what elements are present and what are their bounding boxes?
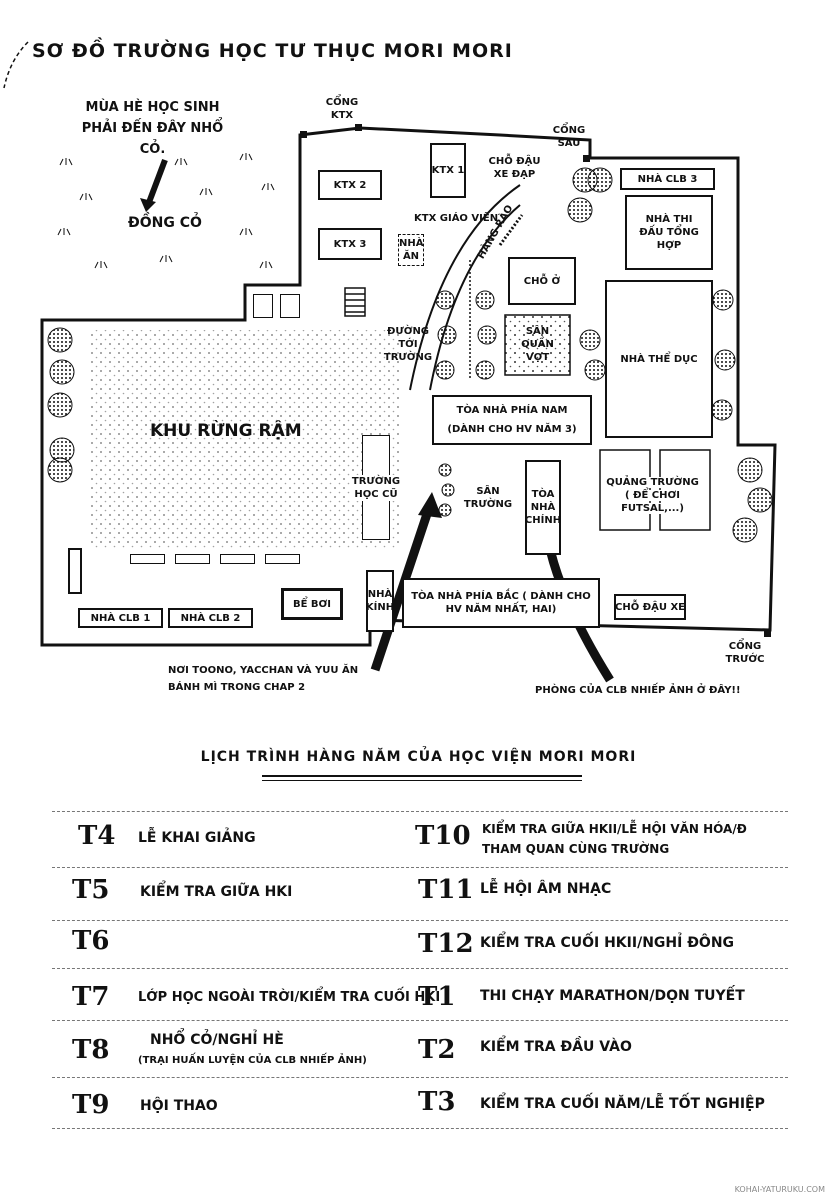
month-label: T2: [418, 1035, 456, 1065]
north-building: TÒA NHÀ PHÍA BẮC ( DÀNH CHO HV NĂM NHẤT,…: [402, 578, 600, 628]
event-label: KIỂM TRA GIỮA HKII/LỄ HỘI VĂN HÓA/Đ THAM…: [482, 822, 747, 856]
month-label: T4: [78, 821, 116, 851]
schoolyard-label: SÂN TRƯỜNG: [463, 486, 513, 510]
credit-text: KOHAI-YATURUKU.COM: [734, 1185, 825, 1194]
event-label: KIỂM TRA CUỐI NĂM/LỄ TỐT NGHIỆP: [480, 1096, 765, 1112]
row-divider: [52, 811, 788, 812]
small-hut-2: [280, 294, 300, 318]
south-building: TÒA NHÀ PHÍA NAM (DÀNH CHO HV NĂM 3): [432, 395, 592, 445]
event-label: HỘI THAO: [140, 1098, 218, 1114]
school-road-label: ĐƯỜNG TỚI TRƯỜNG: [383, 326, 433, 363]
bike-parking-label: CHỖ ĐẬU XE ĐẠP: [488, 156, 541, 180]
bread-note: NƠI TOONO, YACCHAN VÀ YUU ĂN BÁNH MÌ TRO…: [168, 665, 359, 693]
car-parking: CHỖ ĐẬU XE: [614, 594, 686, 620]
event-label: LỄ KHAI GIẢNG: [138, 830, 256, 846]
club-house-3: NHÀ CLB 3: [620, 168, 715, 190]
residence-building: CHỖ Ở: [508, 257, 576, 305]
event-label: KIỂM TRA CUỐI HKII/NGHỈ ĐÔNG: [480, 935, 735, 951]
bench-1: [130, 554, 165, 564]
bench-3: [220, 554, 255, 564]
row-divider: [52, 1077, 788, 1078]
month-label: T9: [72, 1090, 110, 1120]
event-label: NHỔ CỎ/NGHỈ HÈ: [150, 1032, 284, 1048]
month-label: T7: [72, 982, 110, 1012]
grass-field-label: ĐỒNG CỎ: [128, 215, 202, 231]
small-hut-1: [253, 294, 273, 318]
month-label: T10: [415, 821, 471, 851]
row-divider: [52, 968, 788, 969]
gate-back-label: CỔNG SAU: [552, 125, 586, 149]
club-room-note: PHÒNG CỦA CLB NHIẾP ẢNH Ở ĐÂY!!: [535, 685, 741, 696]
gate-front-label: CỔNG TRƯỚC: [725, 641, 765, 665]
month-label: T1: [418, 982, 456, 1012]
event-sub-label: (TRẠI HUẤN LUYỆN CỦA CLB NHIẾP ẢNH): [138, 1055, 367, 1066]
arena-building: NHÀ THI ĐẤU TỔNG HỢP: [625, 195, 713, 270]
ktx-teacher-label: KTX GIÁO VIÊN: [414, 213, 499, 224]
square-label: QUẢNG TRƯỜNG ( ĐỂ CHƠI FUTSAL,...): [606, 477, 699, 514]
event-label: THI CHẠY MARATHON/DỌN TUYẾT: [480, 988, 745, 1004]
event-label: LỄ HỘI ÂM NHẠC: [480, 881, 612, 897]
event-label: KIỂM TRA ĐẦU VÀO: [480, 1039, 632, 1055]
month-label: T5: [72, 875, 110, 905]
forest-label: KHU RỪNG RẬM: [150, 421, 302, 441]
gate-ktx-label: CỔNG KTX: [325, 97, 359, 121]
event-label: KIỂM TRA GIỮA HKI: [140, 884, 293, 900]
canteen-label: NHÀ ĂN: [398, 234, 424, 266]
month-label: T12: [418, 929, 474, 959]
month-label: T3: [418, 1087, 456, 1117]
grass-note: MÙA HÈ HỌC SINH PHẢI ĐẾN ĐÂY NHỔ CỎ.: [81, 100, 224, 157]
old-school-building: TRƯỜNG HỌC CŨ: [351, 435, 401, 540]
row-divider: [52, 1020, 788, 1021]
schedule-title: LỊCH TRÌNH HÀNG NĂM CỦA HỌC VIỆN MORI MO…: [200, 749, 637, 765]
page-title: SƠ ĐỒ TRƯỜNG HỌC TƯ THỤC MORI MORI: [32, 40, 513, 62]
club-house-1: NHÀ CLB 1: [78, 608, 163, 628]
row-divider: [52, 867, 788, 868]
row-divider: [52, 920, 788, 921]
ktx3-building: KTX 3: [318, 228, 382, 260]
grass-tufts: [57, 153, 275, 269]
bench-4: [265, 554, 300, 564]
ktx1-building: KTX 1: [430, 143, 466, 198]
small-building: [68, 548, 82, 594]
club-house-2: NHÀ CLB 2: [168, 608, 253, 628]
tennis-court-label: SÂN QUẦN VỢT: [521, 326, 554, 363]
bench-2: [175, 554, 210, 564]
month-label: T11: [418, 875, 474, 905]
main-building: TÒA NHÀ CHÍNH: [525, 460, 561, 555]
schedule-title-underline: [262, 775, 582, 781]
pool: BỂ BƠI: [281, 588, 343, 620]
campus-map: [40, 124, 777, 683]
ktx2-building: KTX 2: [318, 170, 382, 200]
glass-house: NHÀ KÍNH: [366, 570, 394, 632]
month-label: T8: [72, 1035, 110, 1065]
gym-building: NHÀ THỂ DỤC: [605, 280, 713, 438]
month-label: T6: [72, 926, 110, 956]
row-divider: [52, 1128, 788, 1129]
event-label: LỚP HỌC NGOÀI TRỜI/KIỂM TRA CUỐI HKI: [138, 990, 441, 1005]
